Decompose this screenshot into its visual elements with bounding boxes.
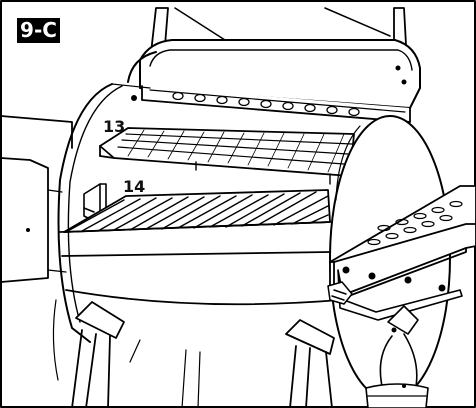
pellet-hopper — [0, 115, 73, 283]
open-lid — [127, 7, 421, 123]
grill-legs — [52, 299, 335, 408]
shelf-bolts — [342, 266, 446, 292]
upper-grill-rack — [99, 127, 355, 185]
left-end-cap — [57, 83, 123, 343]
shelf-slots — [367, 200, 463, 246]
lower-grill-grate — [63, 189, 331, 233]
grease-bucket — [365, 305, 429, 408]
step-label-badge: 9-C — [17, 18, 60, 43]
callout-upper-grill-rack: 13 — [103, 117, 126, 136]
latch-hook — [327, 281, 353, 305]
callout-lower-grill-grate: 14 — [123, 177, 146, 196]
lid-vent-slots — [172, 91, 360, 117]
